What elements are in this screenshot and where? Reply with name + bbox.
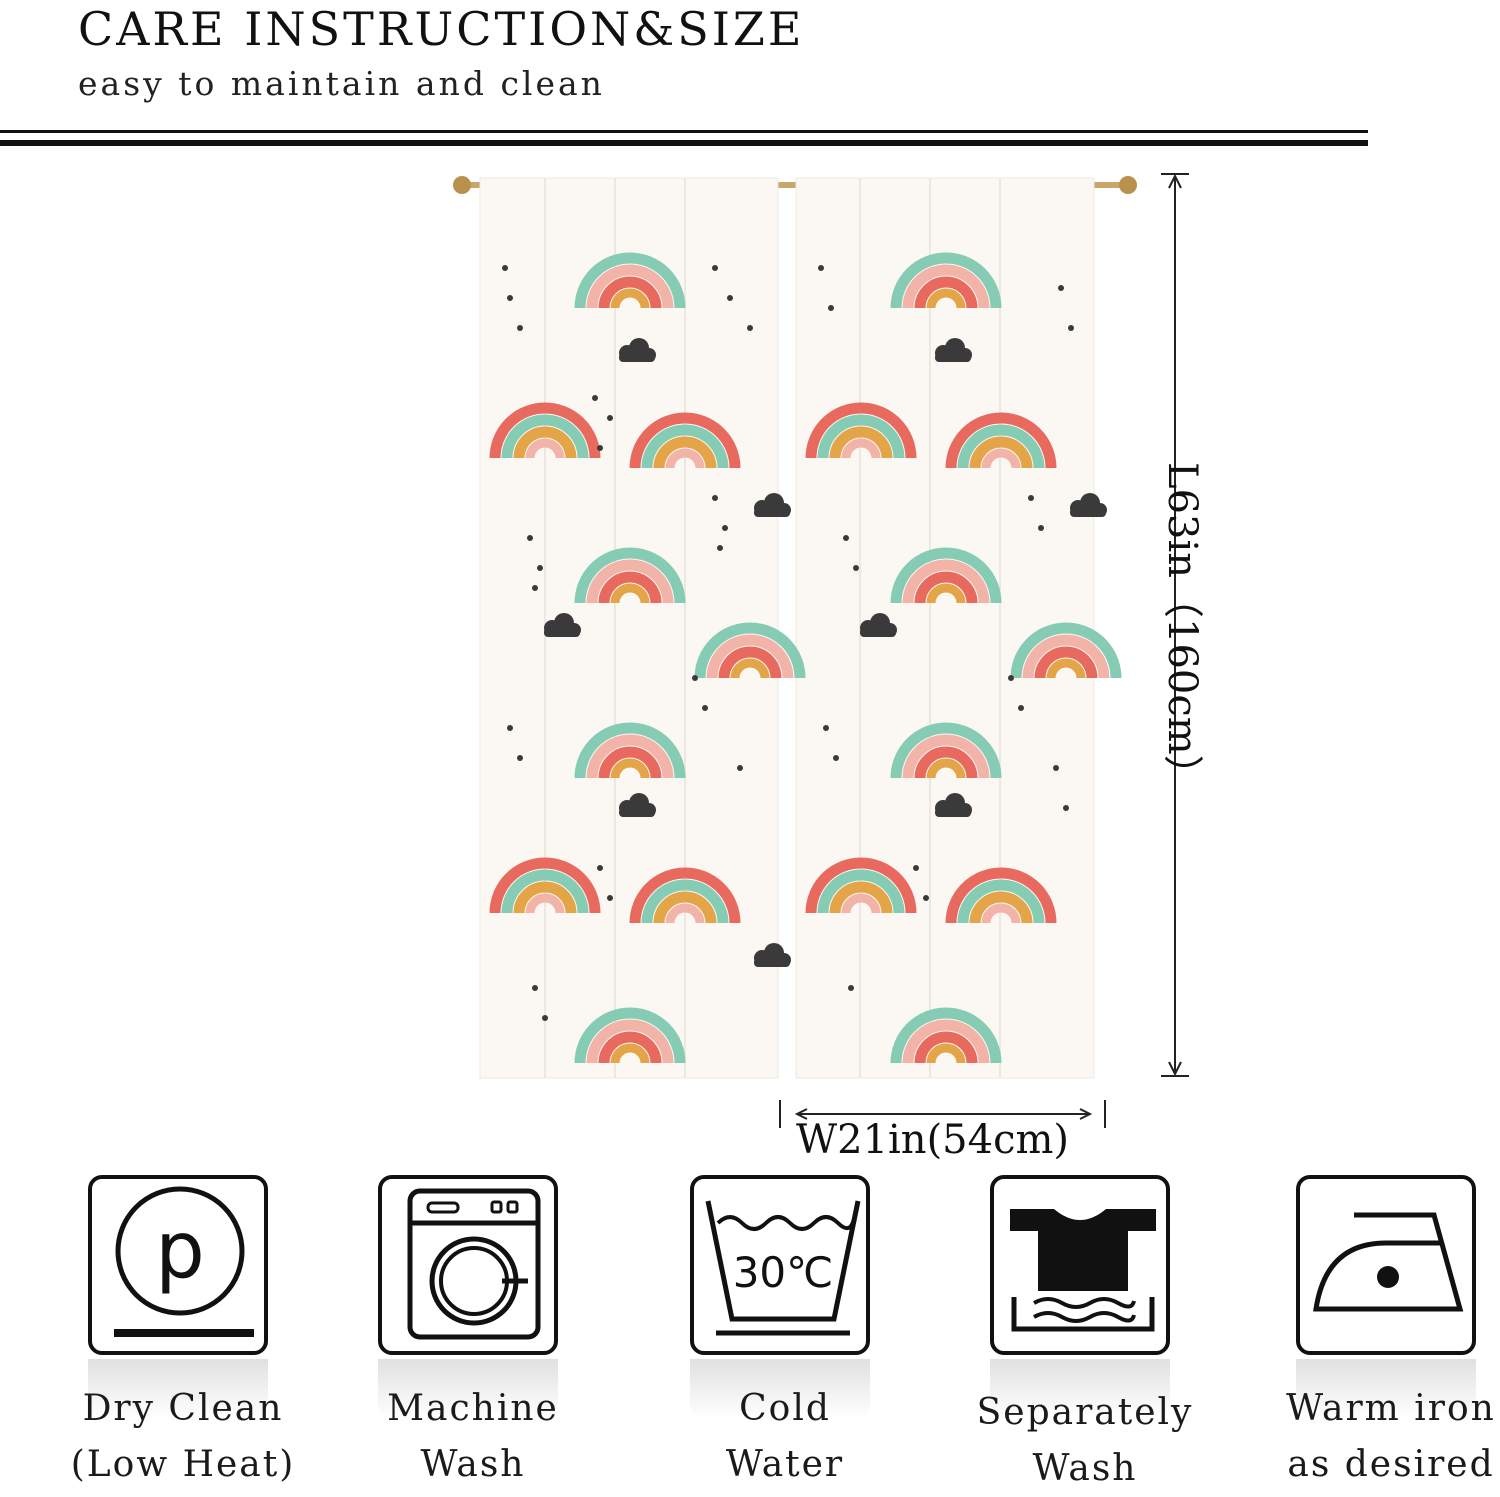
svg-text:p: p <box>155 1206 205 1296</box>
length-dimension-line <box>1161 173 1189 1077</box>
temperature-label: 30℃ <box>733 1248 834 1297</box>
divider-thick <box>0 140 1368 146</box>
care-label-line1: Warm iron <box>1286 1388 1496 1429</box>
care-item-dry-clean: p Dry Clean (Low Heat) <box>71 1175 293 1485</box>
care-label-line1: Machine <box>387 1388 559 1429</box>
iron-icon <box>1296 1175 1476 1355</box>
separate-wash-icon <box>990 1175 1170 1355</box>
page-subtitle: easy to maintain and clean <box>78 64 605 103</box>
care-label-line1: Dry Clean <box>82 1388 284 1429</box>
curtain-illustration <box>453 176 1137 1079</box>
width-dimension-line <box>779 1100 1106 1128</box>
care-label-line2: Wash <box>420 1444 526 1485</box>
width-label: W21in(54cm) <box>796 1117 1070 1163</box>
page-title: CARE INSTRUCTION&SIZE <box>78 2 805 56</box>
care-label-line2: Water <box>725 1444 845 1485</box>
care-label-line2: (Low Heat) <box>70 1444 296 1485</box>
dry-clean-icon: p <box>88 1175 268 1355</box>
length-label: L63in（160cm） <box>1159 462 1205 795</box>
care-label-line1: Cold <box>739 1388 831 1429</box>
care-item-machine-wash: Machine Wash <box>378 1175 568 1485</box>
washing-machine-icon <box>378 1175 558 1355</box>
divider-thin <box>0 130 1368 133</box>
care-item-separately-wash: Separately Wash <box>977 1175 1191 1489</box>
wash-tub-icon: 30℃ <box>690 1175 870 1355</box>
care-label-line2: Wash <box>1032 1448 1138 1489</box>
care-item-warm-iron: Warm iron as desired <box>1286 1175 1494 1485</box>
care-label-line1: Separately <box>976 1392 1194 1433</box>
care-item-cold-water: 30℃ Cold Water <box>690 1175 880 1485</box>
care-label-line2: as desired <box>1287 1444 1495 1485</box>
